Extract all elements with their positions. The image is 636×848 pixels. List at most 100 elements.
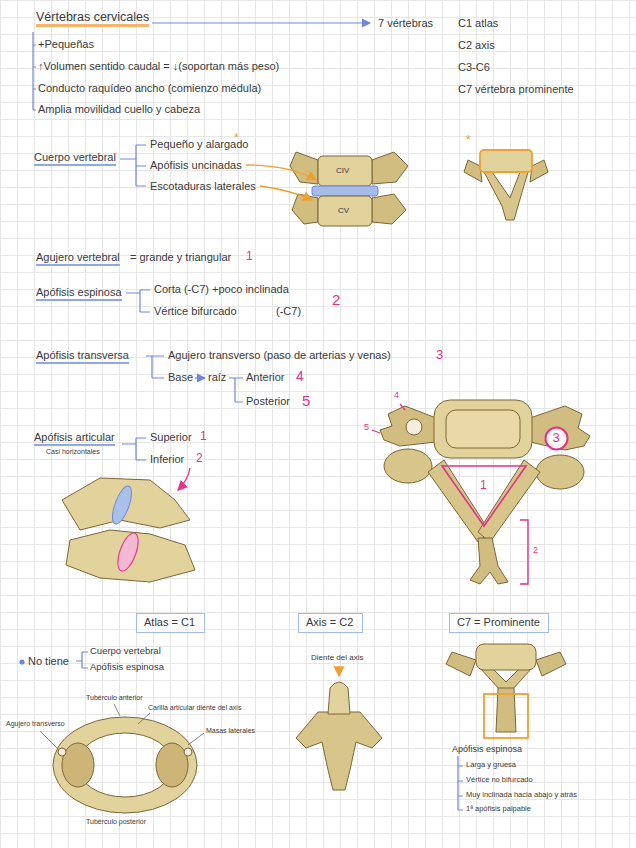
list-item: C7 vértebra prominente <box>458 83 574 96</box>
leader-arrow <box>260 186 312 200</box>
bullet-dot <box>19 659 24 664</box>
pink-leader <box>372 404 405 433</box>
list-item: Anterior <box>246 371 285 384</box>
leader-arrow <box>178 468 190 490</box>
part-label: Masas laterales <box>206 727 255 735</box>
asterisk-mark: * <box>466 134 471 148</box>
callout-number: 1 <box>200 430 207 444</box>
body-brace <box>120 145 146 186</box>
node-text: 3 <box>552 431 559 446</box>
vertebral-body <box>318 196 372 226</box>
vertebral-body <box>480 150 532 172</box>
list-item: Inferior <box>150 453 184 466</box>
section-heading: Apófisis articular <box>34 431 115 446</box>
bone <box>292 194 318 224</box>
vertebral-body <box>434 400 532 458</box>
bone <box>372 194 406 224</box>
pink-bracket <box>520 520 528 584</box>
part-label: CIV <box>336 166 349 175</box>
callout-number: 4 <box>394 390 399 400</box>
node-text: Atlas = C1 <box>144 616 197 629</box>
list-item: Escotaduras laterales <box>150 180 256 193</box>
list-brace <box>33 32 36 110</box>
bracket-lines <box>33 23 463 810</box>
part-label: Tubérculo anterior <box>86 694 143 702</box>
list-item: Base <box>168 371 193 384</box>
list-item: Vértice bifurcado <box>154 305 237 318</box>
leader-arrow <box>338 666 339 676</box>
atlas-figure <box>53 717 197 813</box>
list-item: ↑Volumen sentido caudal = ↓(soportan más… <box>38 60 279 73</box>
part-label: Tubérculo posterior <box>86 818 146 826</box>
callout-number: 1 <box>246 250 253 264</box>
base-arrow <box>195 377 205 378</box>
list-item: Superior <box>150 431 192 444</box>
root-brace <box>229 378 243 402</box>
title-arrow <box>152 22 370 23</box>
callout-number: 2 <box>196 452 203 466</box>
callout-number: 3 <box>436 348 443 363</box>
list-item: Corta (-C7) +poco inclinada <box>154 283 289 296</box>
transverse-foramen <box>58 748 66 756</box>
list-item: Conducto raquídeo ancho (comienzo médula… <box>38 82 261 95</box>
callout-number: 5 <box>302 392 310 409</box>
bone <box>484 172 528 220</box>
asterisk-mark: * <box>234 132 239 146</box>
node-text: Axis = C2 <box>306 616 355 629</box>
bone <box>372 152 408 184</box>
articular-brace <box>122 438 146 460</box>
callout-number: 4 <box>296 368 304 384</box>
lateral-mass <box>156 743 188 787</box>
list-item: 1ª apófisis palpable <box>466 805 531 814</box>
callout-circle: 3 <box>544 426 569 451</box>
list-item: Amplia movilidad cuello y cabeza <box>38 103 200 116</box>
bone <box>446 652 476 676</box>
axis-body <box>296 712 382 790</box>
list-item: Agujero transverso (paso de arterias y v… <box>168 349 391 362</box>
transverse-process <box>530 406 590 450</box>
list-item: C1 atlas <box>458 17 498 30</box>
highlight-box <box>484 694 528 738</box>
part-label: Agujero transverso <box>6 720 65 728</box>
lateral-mass <box>62 743 94 787</box>
c7-figure <box>446 644 566 732</box>
vertebrae-side-view <box>290 152 408 226</box>
atlas-ring <box>53 717 197 813</box>
vertebrae-lateral-view <box>62 478 195 582</box>
vertebral-body <box>446 410 520 448</box>
part-label: CV <box>338 206 349 215</box>
title-box: Atlas = C1 <box>136 613 205 633</box>
vertebral-body <box>318 156 372 186</box>
part-label: Apófisis espinosa <box>452 744 522 754</box>
list-item: Vértice no bifurcado <box>466 776 533 785</box>
vertebra-top-small <box>464 150 548 220</box>
lamina <box>478 460 540 542</box>
note-text: = grande y triangular <box>130 251 231 264</box>
spinous-brace <box>126 290 150 312</box>
leader-arrow <box>246 165 316 180</box>
bone <box>62 478 190 530</box>
list-item: +Pequeñas <box>38 38 94 51</box>
circle-shape <box>545 427 567 449</box>
callout-number: 5 <box>364 422 369 432</box>
c7-brace <box>458 756 463 810</box>
note-text: Casi horizontales <box>46 448 100 456</box>
note-text: No tiene <box>28 655 69 668</box>
list-item: Cuerpo vertebral <box>90 646 161 657</box>
transverse-foramen <box>406 419 422 435</box>
articular-pillar <box>384 449 432 483</box>
list-item: Posterior <box>246 395 290 408</box>
section-heading: Apófisis espinosa <box>36 286 122 301</box>
list-item: Apófisis uncinadas <box>150 159 242 172</box>
list-item: C2 axis <box>458 39 495 52</box>
dens <box>328 682 350 714</box>
part-label: Carilla articular diente del axis <box>148 704 241 712</box>
transverse-process <box>380 406 436 446</box>
list-item: C3-C6 <box>458 61 490 74</box>
axis-figure <box>296 682 382 790</box>
transverse-foramen <box>184 748 192 756</box>
list-item: Pequeño y alargado <box>150 138 248 151</box>
title-box: Axis = C2 <box>298 613 363 633</box>
